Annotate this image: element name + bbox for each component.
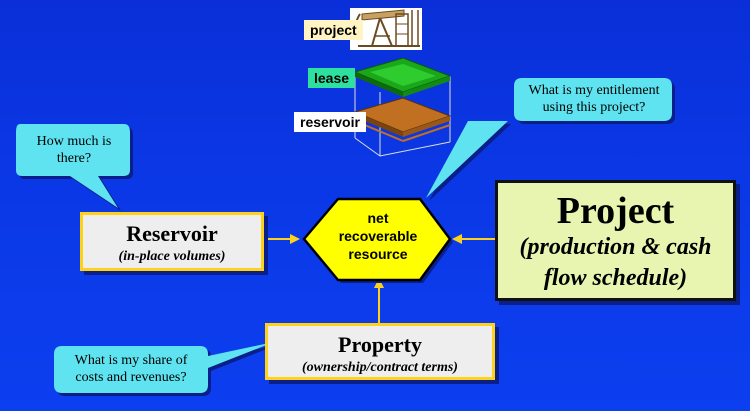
net-recoverable-resource-text: net recoverable resource [318,209,438,263]
reservoir-layer [353,97,452,142]
callout-share-text: What is my share of costs and revenues? [74,353,188,385]
reservoir-subtitle: (in-place volumes) [118,249,226,264]
property-subtitle: (ownership/contract terms) [302,360,458,375]
reservoir-label: reservoir [294,112,366,132]
lease-label: lease [308,68,356,88]
project-title: Project [556,190,675,232]
callout-how-much-text: How much is there? [36,134,112,166]
project-subtitle-line-1: (production & cash [519,234,712,260]
callout-share-bubble [54,342,277,396]
lease-layer [353,57,452,97]
net-recoverable-resource-hexagon [302,197,452,282]
reservoir-title: Reservoir [126,221,218,246]
property-title: Property [338,332,422,357]
reservoir-box: Reservoir (in-place volumes) [80,212,264,271]
project-box: Project (production & cash flow schedule… [495,180,736,301]
callout-entitlement-bubble [426,78,675,201]
project-subtitle-line-2: flow schedule) [543,265,688,291]
center-line-3: resource [348,246,408,262]
callout-how-much-bubble [16,124,133,211]
property-box: Property (ownership/contract terms) [265,323,495,380]
center-line-1: net [367,210,389,226]
callout-entitlement-text: What is my entitlement using this projec… [528,83,660,115]
project-label: project [304,20,363,40]
center-line-2: recoverable [338,228,418,244]
